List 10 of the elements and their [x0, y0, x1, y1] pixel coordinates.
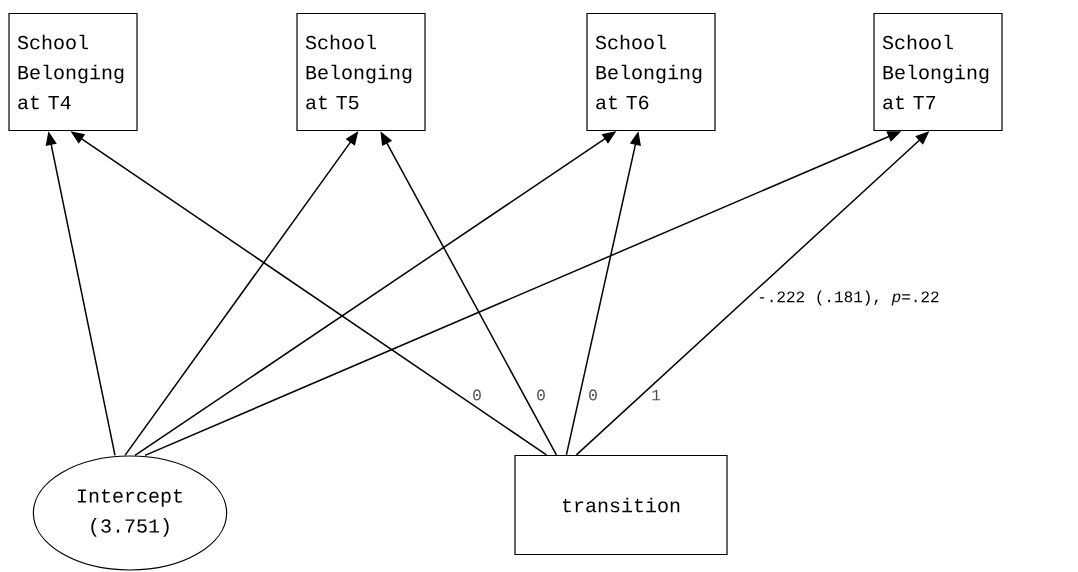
variable-box: School Belonging at T5: [296, 12, 426, 132]
edge-label: 0: [473, 389, 481, 401]
edge-label: 1: [652, 389, 661, 401]
variable-box: transition: [514, 454, 728, 556]
edge-label: 0: [537, 389, 545, 401]
variable-box: School Belonging at T4: [8, 12, 138, 132]
variable-box: School Belonging at T7: [873, 12, 1003, 132]
coefficient-label: -.222 (.181), p=.22: [759, 290, 939, 306]
variable-box: School Belonging at T6: [586, 12, 716, 132]
edge-label: 0: [589, 389, 597, 401]
